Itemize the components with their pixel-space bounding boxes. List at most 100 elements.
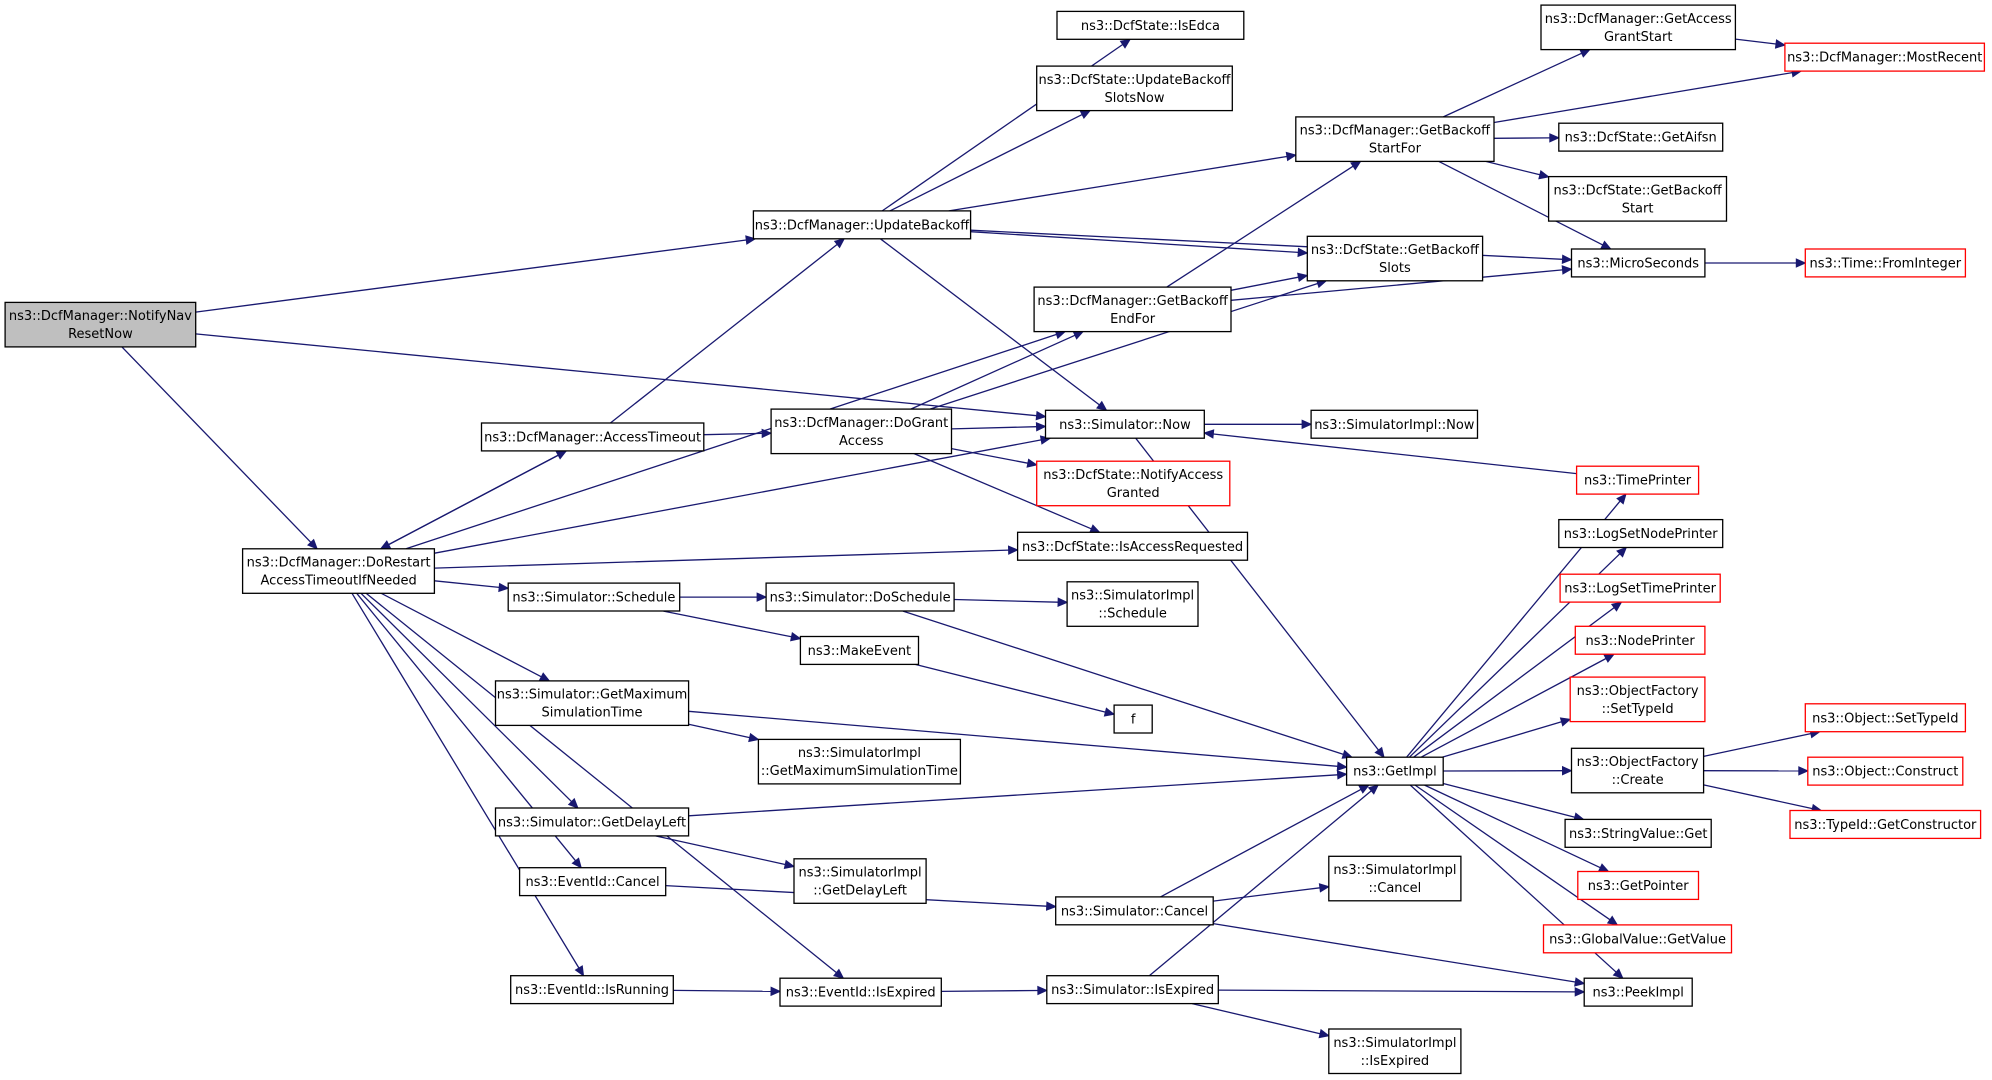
edge-arrowhead: [571, 857, 582, 869]
node-isedca[interactable]: ns3::DcfState::IsEdca: [1056, 10, 1245, 40]
edge-arrowhead: [1549, 133, 1561, 143]
edge-getbackoffstartfor-to-getaccessgrantstart: [1443, 48, 1591, 118]
edge-arrowhead: [1574, 987, 1586, 997]
edge-arrowhead: [1318, 1028, 1330, 1039]
node-box: [757, 738, 962, 785]
node-getmaxsimtime[interactable]: ns3::Simulator::GetMaximumSimulationTime: [494, 680, 690, 727]
node-simimplgetdelay[interactable]: ns3::SimulatorImpl::GetDelayLeft: [793, 858, 927, 904]
node-objsettypeid[interactable]: ns3::Object::SetTypeId: [1804, 703, 1967, 733]
node-label: ns3::Simulator::Now: [1059, 418, 1191, 433]
node-label: ResetNow: [68, 327, 133, 342]
node-objconstruct[interactable]: ns3::Object::Construct: [1807, 756, 1964, 786]
node-getconstructor[interactable]: ns3::TypeId::GetConstructor: [1789, 809, 1982, 840]
node-simisexpired[interactable]: ns3::Simulator::IsExpired: [1046, 975, 1219, 1005]
node-simimplcancel[interactable]: ns3::SimulatorImpl::Cancel: [1328, 855, 1462, 902]
edge-arrowhead: [1297, 272, 1309, 282]
node-frominteger[interactable]: ns3::Time::FromInteger: [1804, 248, 1967, 278]
node-simimplgetmax[interactable]: ns3::SimulatorImpl::GetMaximumSimulation…: [757, 738, 962, 785]
edge-updatebackoff-to-getbackoffslots: [970, 231, 1309, 258]
node-label: SlotsNow: [1105, 91, 1165, 106]
edge-getimpl-to-stringvalueget: [1443, 782, 1585, 822]
node-simschedule[interactable]: ns3::Simulator::Schedule: [507, 582, 681, 612]
node-logsetnodeprinter[interactable]: ns3::LogSetNodePrinter: [1558, 518, 1724, 549]
node-label: ns3::DcfState::GetAifsn: [1565, 131, 1717, 146]
edge-dograntaccess-to-notifyaccessgranted: [951, 447, 1038, 468]
node-dorestart[interactable]: ns3::DcfManager::DoRestartAccessTimeoutI…: [241, 548, 436, 594]
node-ofsettypeid[interactable]: ns3::ObjectFactory::SetTypeId: [1569, 676, 1706, 723]
edge-arrowhead: [1072, 331, 1085, 340]
node-stringvalueget[interactable]: ns3::StringValue::Get: [1564, 818, 1712, 848]
node-label: ns3::SimulatorImpl: [1333, 1036, 1456, 1051]
edge-line: [1703, 784, 1813, 810]
node-box: [1056, 10, 1245, 40]
node-simcancel[interactable]: ns3::Simulator::Cancel: [1055, 896, 1214, 926]
node-simnow[interactable]: ns3::Simulator::Now: [1044, 409, 1205, 439]
node-label: ns3::GetImpl: [1353, 765, 1437, 780]
node-f[interactable]: f: [1113, 704, 1153, 734]
edge-line: [913, 452, 1092, 530]
node-simimplnow[interactable]: ns3::SimulatorImpl::Now: [1310, 409, 1479, 439]
edge-line: [1230, 269, 1563, 301]
edge-simisexpired-to-simimplisexpired: [1191, 1002, 1330, 1039]
node-accesstimeout[interactable]: ns3::DcfManager::AccessTimeout: [480, 422, 705, 452]
node-makeevent[interactable]: ns3::MakeEvent: [799, 635, 920, 666]
node-getdelayleft[interactable]: ns3::Simulator::GetDelayLeft: [494, 807, 690, 837]
node-label: ns3::DcfManager::GetAccess: [1545, 12, 1732, 27]
edge-line: [663, 610, 792, 638]
node-getaifsn[interactable]: ns3::DcfState::GetAifsn: [1558, 122, 1724, 152]
node-microseconds[interactable]: ns3::MicroSeconds: [1570, 248, 1706, 278]
node-box: [1558, 122, 1724, 152]
node-ofcreate[interactable]: ns3::ObjectFactory::Create: [1570, 747, 1705, 794]
node-nodeprinter[interactable]: ns3::NodePrinter: [1574, 625, 1706, 655]
edge-getbackoffstartfor-to-mostrecent: [1493, 68, 1803, 124]
node-eventisrunning[interactable]: ns3::EventId::IsRunning: [510, 975, 674, 1005]
edge-arrowhead: [1603, 653, 1615, 663]
node-isaccessrequested[interactable]: ns3::DcfState::IsAccessRequested: [1016, 531, 1249, 561]
edge-line: [915, 663, 1106, 713]
node-eventisexpired[interactable]: ns3::EventId::IsExpired: [779, 977, 942, 1007]
edge-line: [609, 243, 838, 424]
node-label: ns3::DcfManager::GetBackoff: [1037, 294, 1229, 309]
edge-arrowhead: [1297, 247, 1309, 258]
edge-line: [1703, 732, 1811, 758]
edge-arrowhead: [1612, 968, 1624, 980]
edge-arrowhead: [1045, 901, 1057, 911]
node-getpointer[interactable]: ns3::GetPointer: [1577, 870, 1700, 901]
node-mostrecent[interactable]: ns3::DcfManager::MostRecent: [1784, 42, 1986, 72]
node-label: ns3::SimulatorImpl: [1071, 589, 1194, 604]
edge-arrowhead: [1795, 258, 1807, 268]
node-box: [1036, 460, 1231, 507]
edge-arrowhead: [1057, 597, 1069, 607]
node-eventcancel[interactable]: ns3::EventId::Cancel: [518, 867, 667, 897]
node-logsettimeprinter[interactable]: ns3::LogSetTimePrinter: [1559, 573, 1721, 603]
edge-simdoschedule-to-simimplschedule: [954, 597, 1069, 607]
edge-simschedule-to-simdoschedule: [679, 592, 768, 602]
node-simimplisexpired[interactable]: ns3::SimulatorImpl::IsExpired: [1328, 1028, 1462, 1075]
node-updatebackoff[interactable]: ns3::DcfManager::UpdateBackoff: [752, 210, 972, 240]
node-label: ns3::Simulator::IsExpired: [1051, 983, 1214, 998]
edge-arrowhead: [1035, 410, 1047, 421]
node-getimpl[interactable]: ns3::GetImpl: [1345, 756, 1444, 786]
node-timeprinter[interactable]: ns3::TimePrinter: [1575, 465, 1700, 495]
node-label: ns3::MakeEvent: [808, 644, 912, 659]
node-simimplschedule[interactable]: ns3::SimulatorImpl::Schedule: [1066, 581, 1199, 627]
node-box: [1540, 4, 1737, 51]
node-label: ns3::DcfState::UpdateBackoff: [1038, 73, 1231, 88]
edge-accesstimeout-to-dograntaccess: [703, 428, 773, 439]
edge-arrowhead: [1026, 458, 1038, 468]
node-peekimpl[interactable]: ns3::PeekImpl: [1583, 977, 1693, 1007]
node-simdoschedule[interactable]: ns3::Simulator::DoSchedule: [765, 582, 955, 612]
edge-notify-to-updatebackoff: [195, 235, 757, 313]
nodes-layer: ns3::DcfManager::NotifyNavResetNowns3::D…: [4, 4, 1986, 1075]
node-label: ns3::PeekImpl: [1593, 986, 1684, 1001]
node-globalvalueget[interactable]: ns3::GlobalValue::GetValue: [1542, 924, 1733, 954]
